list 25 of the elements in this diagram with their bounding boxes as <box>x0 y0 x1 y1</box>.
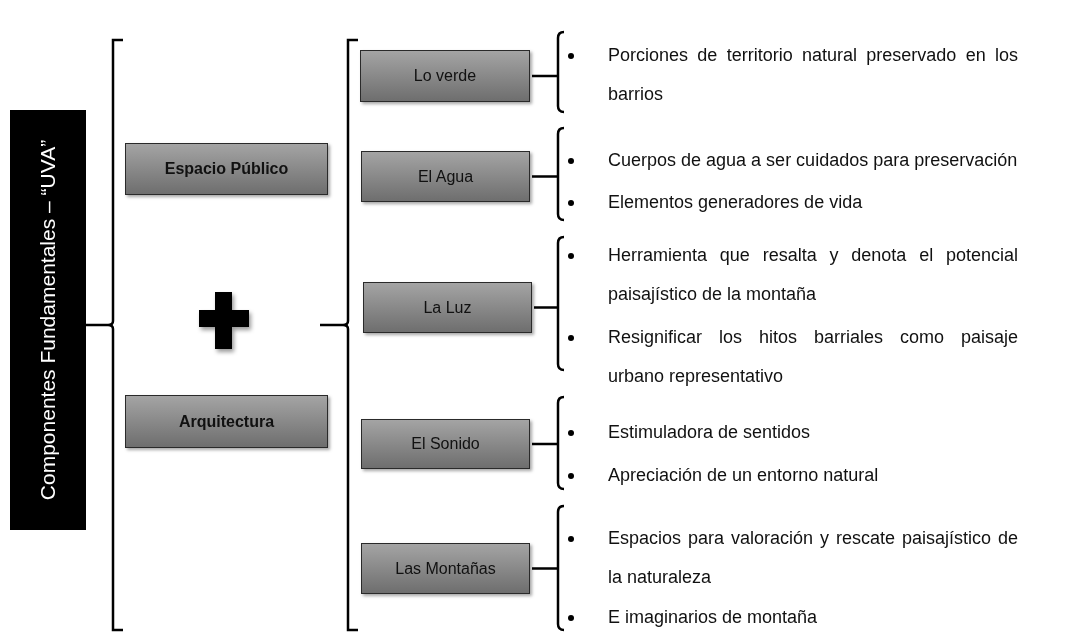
bullet-text: Elementos generadores de vida <box>608 191 864 214</box>
box-label: Arquitectura <box>178 412 275 431</box>
component-box <box>360 50 530 102</box>
bullet-text: Herramienta que resalta y denota el potencial paisajístico de la montaña <box>608 244 1018 306</box>
bullet-text: E imaginarios de montaña <box>608 606 819 629</box>
bullet-text: Apreciación de un entorno natural <box>608 464 880 487</box>
box-label: Las Montañas <box>395 559 496 578</box>
component-box <box>361 151 530 202</box>
component-box <box>363 282 532 333</box>
bullet-text: Porciones de territorio natural preservado en los barrios <box>608 44 1018 106</box>
box-label: Espacio Público <box>164 160 289 178</box>
box-label: La Luz <box>423 298 472 317</box>
category-box <box>125 395 328 448</box>
category-box <box>125 143 328 195</box>
box-label: Lo verde <box>413 67 477 85</box>
bullet-text: Estimuladora de sentidos <box>608 421 812 444</box>
bullet-text: Cuerpos de agua a ser cuidados para preservación <box>608 149 1018 172</box>
box-label: El Agua <box>417 167 474 186</box>
vertical-title: Componentes Fundamentales – “UVA” <box>36 138 60 503</box>
component-box <box>361 419 530 469</box>
bullet-text: Resignificar los hitos barriales como paisaje urbano representativo <box>608 326 1018 388</box>
box-label: El Sonido <box>411 435 480 453</box>
title-box <box>10 110 86 530</box>
bullet-text: Espacios para valoración y rescate paisajístico de la naturaleza <box>608 527 1018 589</box>
component-box <box>361 543 530 594</box>
